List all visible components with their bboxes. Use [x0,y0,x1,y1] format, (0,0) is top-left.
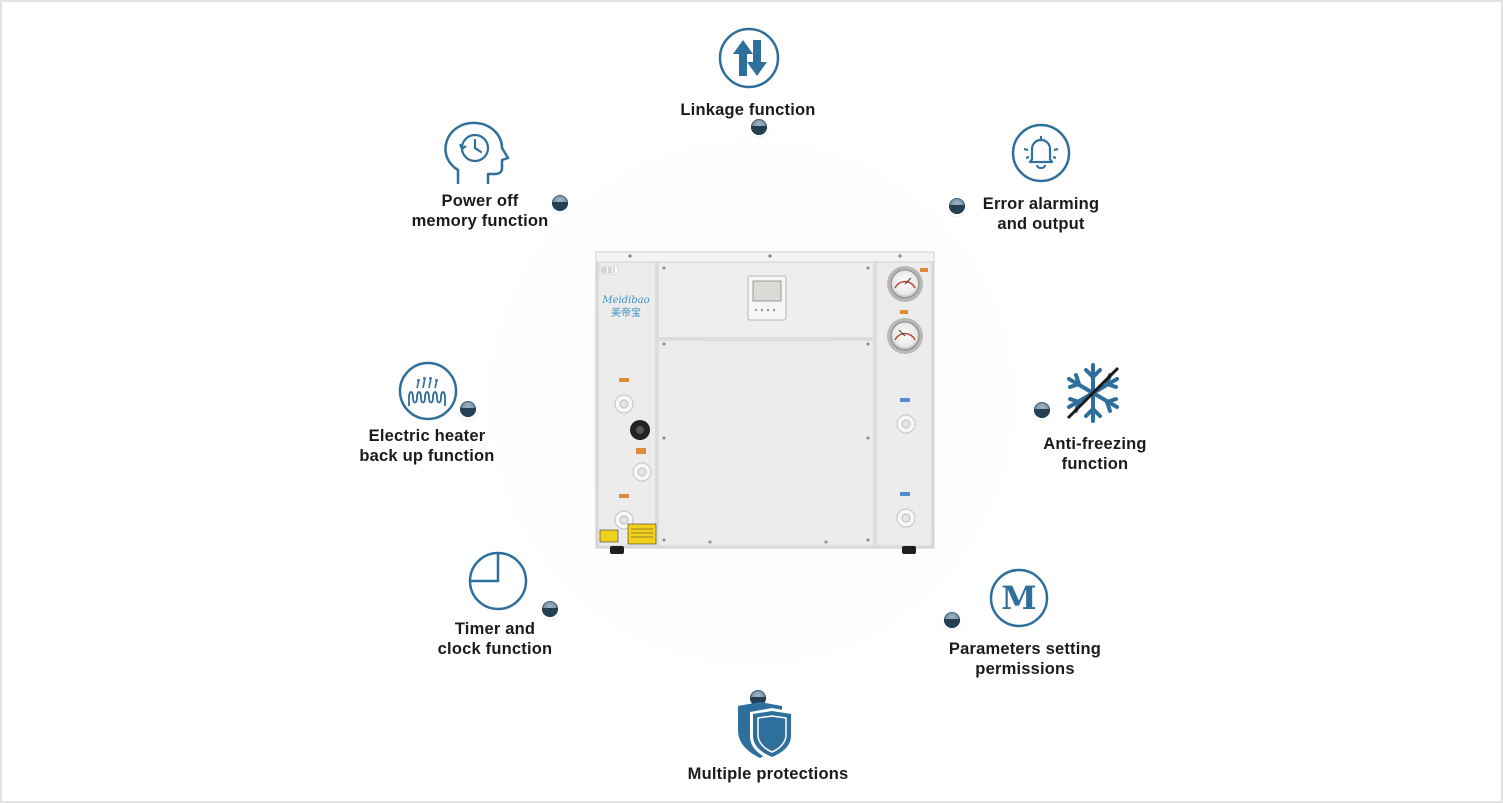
svg-text:M: M [1001,579,1036,617]
timer-label: Timer and clock function [437,620,553,658]
power-off-marker-dot [552,195,568,211]
m-letter-icon: M [989,568,1049,628]
clock-quarter-icon [468,551,528,611]
protections-marker-dot [750,690,766,706]
parameters-label: Parameters setting permissions [948,640,1102,678]
double-shield-icon [738,702,794,760]
linkage-label: Linkage function [680,101,816,119]
electric-heater-label: Electric heater back up function [359,427,495,465]
linkage-marker-dot [751,119,767,135]
error-alarm-label: Error alarming and output [982,195,1100,233]
snowflake-crossed-icon [1066,363,1120,423]
protections-label: Multiple protections [687,765,849,783]
electric-heater-marker-dot [460,401,476,417]
anti-freezing-marker-dot [1034,402,1050,418]
linkage-arrows-icon [718,27,780,89]
error-alarm-marker-dot [949,198,965,214]
brand-logo-text: Meidibao [601,295,649,306]
alarm-bell-icon [1011,123,1071,183]
power-off-label: Power off memory function [411,192,549,230]
parameters-marker-dot [944,612,960,628]
anti-freezing-label: Anti-freezing function [1043,435,1147,473]
heat-pump-unit-image: Meidibao 美帝宝 [595,251,935,554]
heater-coil-icon [398,361,458,421]
brand-logo-cn: 美帝宝 [611,306,641,319]
head-clock-icon [444,121,510,184]
timer-marker-dot [542,601,558,617]
